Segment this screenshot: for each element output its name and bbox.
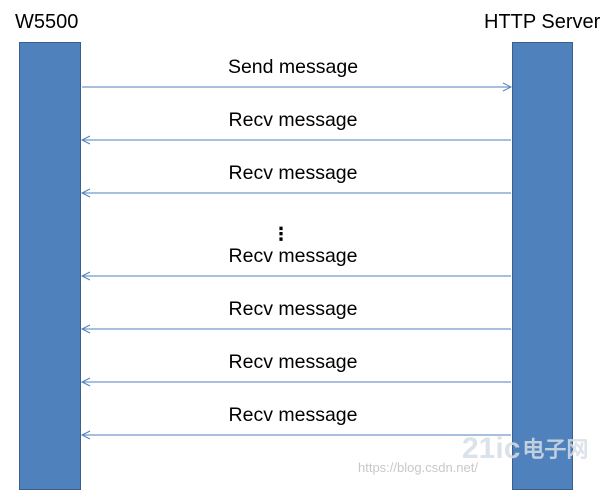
http-server-actor-label: HTTP Server xyxy=(484,11,601,33)
message-label: Send message xyxy=(227,56,359,78)
watermark-logo-text: 21ic xyxy=(462,432,521,465)
message-label: Recv message xyxy=(228,162,358,184)
message-arrow-head xyxy=(502,82,513,92)
w5500-lifeline xyxy=(19,42,81,490)
message-arrow-head xyxy=(80,271,91,281)
message-arrow-head xyxy=(80,324,91,334)
message-label: Recv message xyxy=(228,404,358,426)
message-arrow-head xyxy=(80,430,91,440)
message-arrow-head xyxy=(80,135,91,145)
message-label: Recv message xyxy=(228,298,358,320)
w5500-actor-label: W5500 xyxy=(15,11,79,33)
message-label: Recv message xyxy=(228,245,358,267)
watermark-url: https://blog.csdn.net/ xyxy=(358,460,478,475)
watermark-logo: 21ic电子网 xyxy=(462,432,588,466)
message-arrow-head xyxy=(80,377,91,387)
http-server-lifeline xyxy=(512,42,573,490)
message-label: Recv message xyxy=(228,351,358,373)
message-arrow-head xyxy=(80,188,91,198)
message-label: Recv message xyxy=(228,109,358,131)
gap-marker: ⋮ xyxy=(272,224,290,244)
watermark-logo-cn: 电子网 xyxy=(522,437,589,462)
